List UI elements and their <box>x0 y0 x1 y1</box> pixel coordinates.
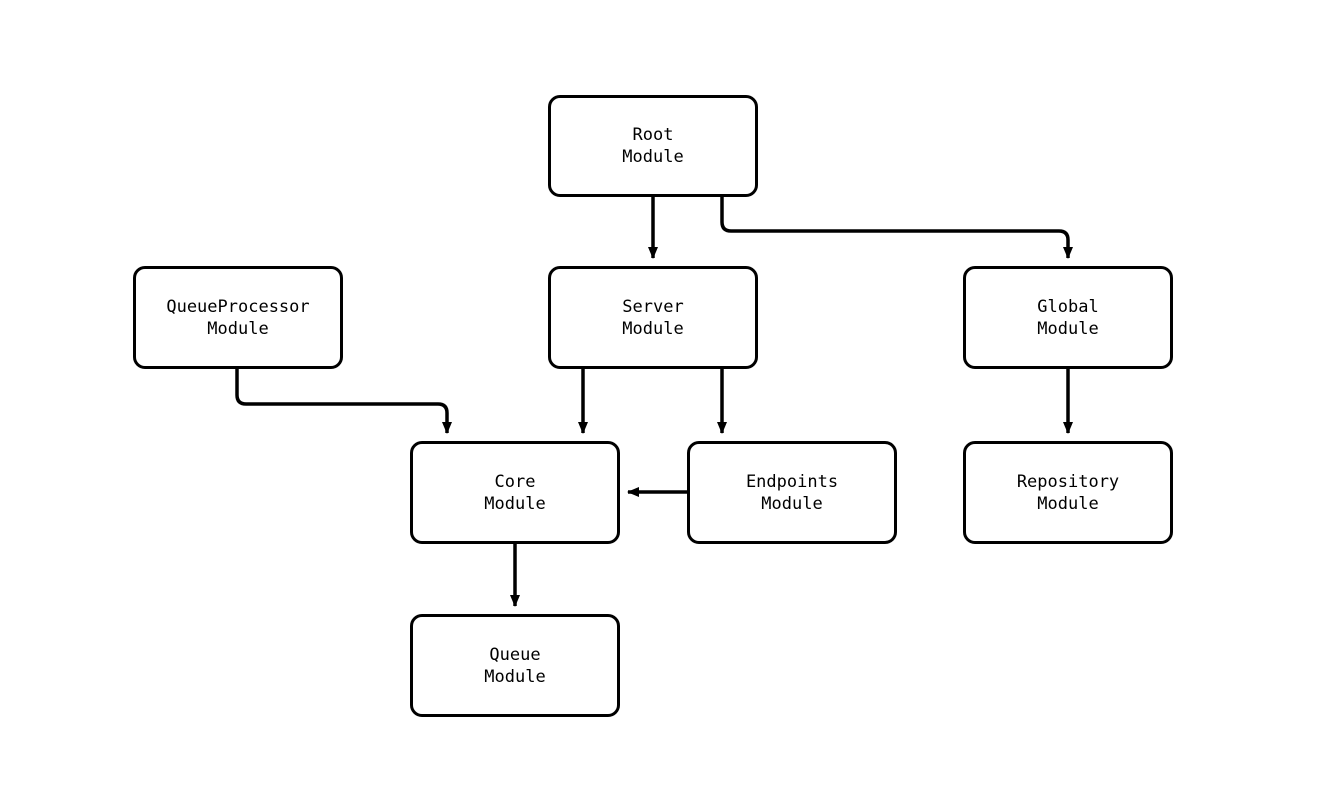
node-server-label: Server Module <box>622 296 684 339</box>
node-endpoints[interactable]: Endpoints Module <box>687 441 897 544</box>
node-global[interactable]: Global Module <box>963 266 1173 369</box>
node-repository-label: Repository Module <box>1016 471 1120 514</box>
node-queueprocessor-label: QueueProcessor Module <box>166 296 310 339</box>
node-repository[interactable]: Repository Module <box>963 441 1173 544</box>
node-core-label: Core Module <box>484 471 546 514</box>
node-server[interactable]: Server Module <box>548 266 758 369</box>
node-queue-label: Queue Module <box>484 644 546 687</box>
node-core[interactable]: Core Module <box>410 441 620 544</box>
node-queue[interactable]: Queue Module <box>410 614 620 717</box>
node-queueprocessor[interactable]: QueueProcessor Module <box>133 266 343 369</box>
edge-queueprocessor-to-core <box>235 369 452 434</box>
node-root[interactable]: Root Module <box>548 95 758 197</box>
edge-root-to-global <box>720 197 1073 259</box>
node-root-label: Root Module <box>622 125 684 167</box>
node-global-label: Global Module <box>1037 296 1099 339</box>
node-endpoints-label: Endpoints Module <box>745 471 839 514</box>
